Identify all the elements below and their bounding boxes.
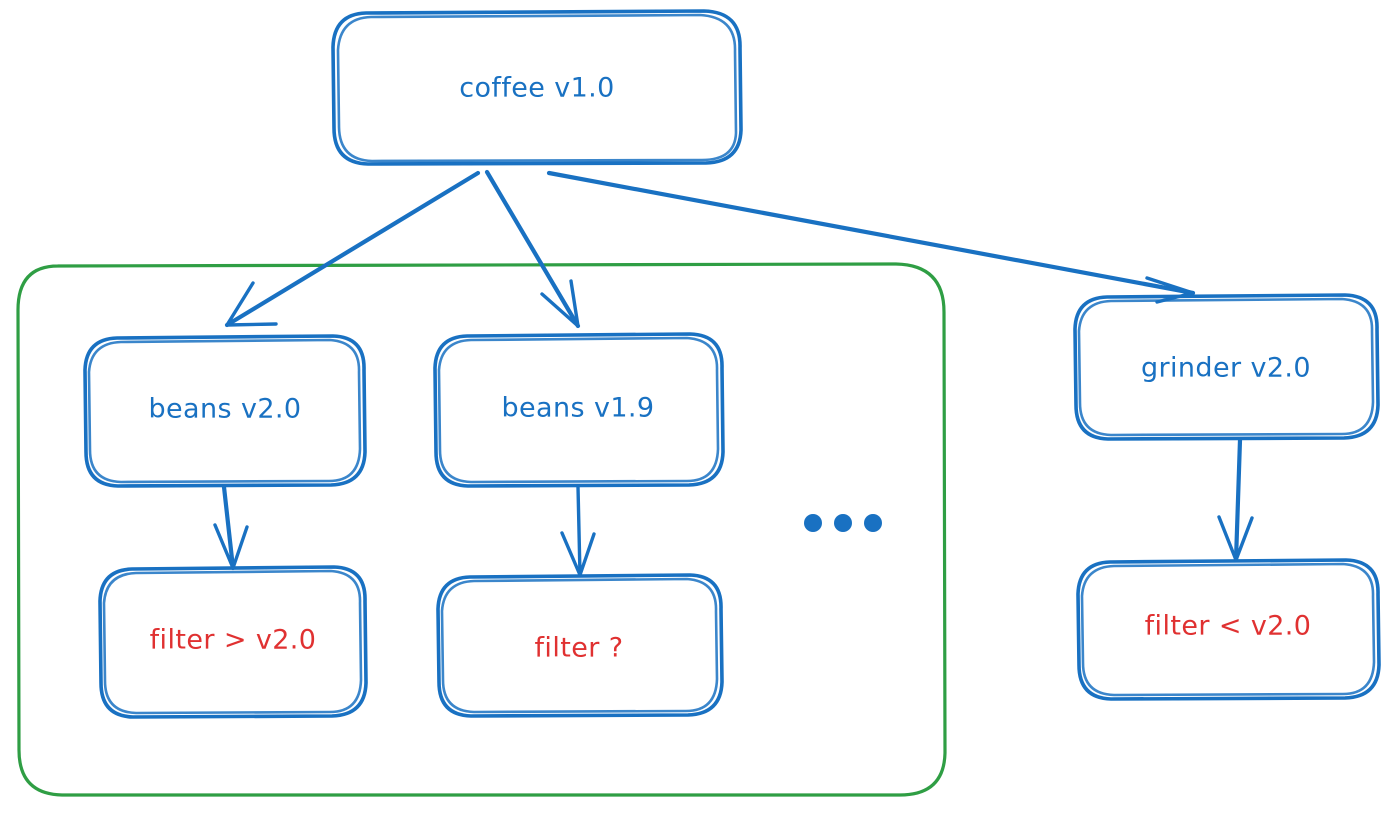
ellipsis-more-candidates [804, 514, 882, 532]
edge-coffee-to-grinder20 [546, 170, 1196, 304]
node-grinder20[interactable]: grinder v2.0 [1073, 293, 1380, 441]
edge-coffee-to-beans19 [484, 169, 581, 329]
edge-beans19-to-filterq [560, 485, 596, 577]
node-label-grinder20: grinder v2.0 [1141, 353, 1311, 384]
node-label-beans19: beans v1.9 [502, 393, 655, 424]
node-coffee[interactable]: coffee v1.0 [331, 9, 743, 166]
node-label-filter-gt: filter > v2.0 [150, 625, 317, 656]
edge-coffee-to-beans20 [224, 170, 481, 328]
group-box-candidates [16, 262, 947, 797]
node-filter-unknown[interactable]: filter ? [436, 573, 724, 718]
node-beans19[interactable]: beans v1.9 [433, 332, 725, 488]
edge-grinder20-to-filterlt [1217, 437, 1254, 563]
node-label-coffee: coffee v1.0 [459, 73, 615, 104]
node-beans20[interactable]: beans v2.0 [83, 334, 367, 488]
node-label-beans20: beans v2.0 [149, 394, 302, 425]
node-filter-gt[interactable]: filter > v2.0 [98, 565, 368, 719]
node-label-filter-lt: filter < v2.0 [1145, 611, 1312, 642]
node-label-filter-unknown: filter ? [535, 633, 624, 664]
node-filter-lt[interactable]: filter < v2.0 [1076, 558, 1381, 701]
edge-beans20-to-filtergt [213, 484, 249, 571]
